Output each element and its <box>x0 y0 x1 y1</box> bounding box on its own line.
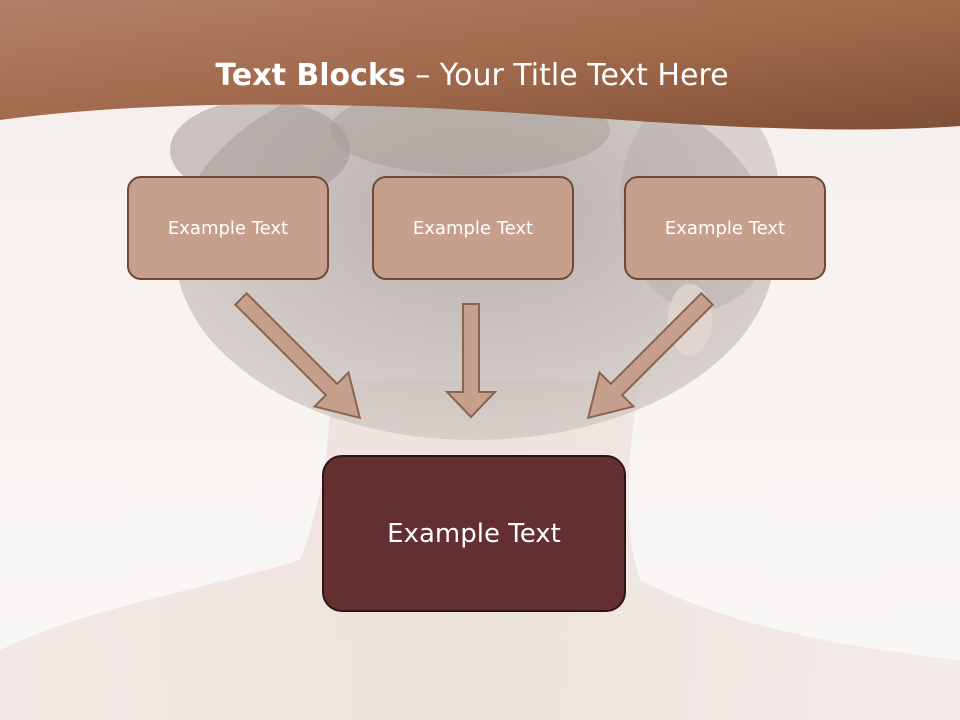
arrow-down <box>444 303 498 419</box>
text-block-middle[interactable]: Example Text <box>372 176 574 280</box>
title-bold-text: Text Blocks <box>215 58 406 93</box>
text-block-left-label: Example Text <box>167 217 289 239</box>
slide-title: Text Blocks – Your Title Text Here <box>0 50 944 102</box>
text-block-left[interactable]: Example Text <box>127 176 329 280</box>
arrow-right-diagonal <box>586 291 715 420</box>
text-block-right-label: Example Text <box>664 217 786 239</box>
text-block-center[interactable]: Example Text <box>322 455 626 612</box>
arrow-left-diagonal <box>233 291 362 420</box>
title-rest-text: – Your Title Text Here <box>405 58 729 93</box>
text-block-middle-label: Example Text <box>412 217 534 239</box>
text-block-right[interactable]: Example Text <box>624 176 826 280</box>
text-block-center-label: Example Text <box>387 518 561 549</box>
